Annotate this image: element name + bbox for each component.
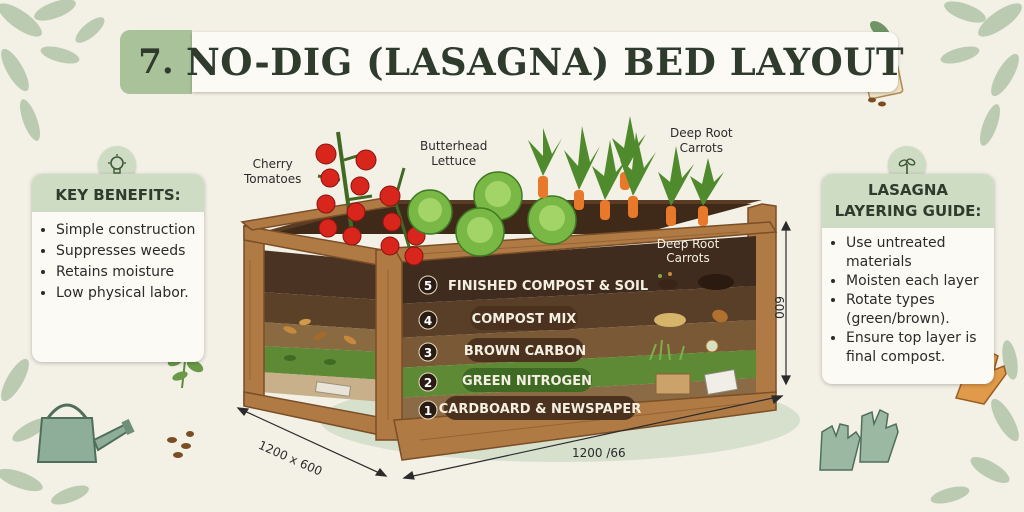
bed-end-cross-section <box>260 250 384 402</box>
page-title: NO-DIG (LASAGNA) BED LAYOUT <box>185 40 905 84</box>
layer-4-label: COMPOST MIX <box>472 312 577 327</box>
layer-5-number: 5 <box>424 279 432 293</box>
corner-leaves-bottom-right <box>930 340 1019 504</box>
list-item-text: Use untreated <box>846 235 946 251</box>
list-item: Suppresses weeds <box>56 241 204 262</box>
layering-guide-list: Use untreated materials Moisten each laye… <box>822 228 994 367</box>
list-item-text: (green/brown). <box>846 311 950 327</box>
key-benefits-heading: KEY BENEFITS: <box>32 174 204 212</box>
list-item: Low physical labor. <box>56 283 204 304</box>
layering-guide-heading: LASAGNA LAYERING GUIDE: <box>822 174 994 228</box>
layer-2-label: GREEN NITROGEN <box>462 374 592 389</box>
list-item: Retains moisture <box>56 262 204 283</box>
carrots-label-line2: Carrots <box>679 141 724 155</box>
length-dimension-label: 1200 /66 <box>572 446 626 460</box>
tomatoes-label-line1: Cherry <box>252 157 293 171</box>
corner-leaves-top-right <box>940 1 1022 146</box>
corner-leaves-top-left <box>0 0 105 141</box>
lettuce-label-line2: Lettuce <box>431 154 477 168</box>
layering-guide-heading-line2: LAYERING GUIDE: <box>834 202 982 220</box>
dimension-lines <box>236 220 791 480</box>
carrots-label: Deep Root Carrots <box>670 126 733 156</box>
height-dimension-label: 600 <box>772 296 786 319</box>
tomatoes-label: Cherry Tomatoes <box>244 157 301 187</box>
gloves-icon <box>819 408 899 471</box>
list-item: Use untreated materials <box>846 234 994 272</box>
corner-leaves-bottom-left <box>0 358 89 505</box>
list-item: Moisten each layer <box>846 272 994 291</box>
carrot-plants <box>528 116 724 226</box>
layering-guide-panel: LASAGNA LAYERING GUIDE: Use untreated mat… <box>822 174 994 384</box>
bed-wood-frame <box>240 197 778 461</box>
lettuce-label-line1: Butterhead <box>420 139 488 153</box>
layer-2-marker: 2 GREEN NITROGEN <box>418 368 592 392</box>
layering-guide-heading-line1: LASAGNA <box>867 181 949 199</box>
list-item: Rotate types (green/brown). <box>846 291 994 329</box>
carrots-label-line1: Deep Root <box>670 126 733 140</box>
key-benefits-panel: KEY BENEFITS: Simple construction Suppre… <box>32 174 204 362</box>
layer-overlay-label-line2: Carrots <box>666 251 709 265</box>
layer-3-label: BROWN CARBON <box>464 344 586 359</box>
layer-3-number: 3 <box>424 346 432 360</box>
watering-can-icon <box>36 403 135 463</box>
layer-1-label: CARDBOARD & NEWSPAPER <box>439 402 642 417</box>
title-banner: 7. NO-DIG (LASAGNA) BED LAYOUT <box>120 30 904 94</box>
list-item-text: materials <box>846 254 912 270</box>
layer-3-marker: 3 BROWN CARBON <box>418 338 586 362</box>
layer-illustrations <box>649 272 739 396</box>
layer-5-marker: 5 FINISHED COMPOST & SOIL <box>418 275 648 295</box>
list-item-text: final compost. <box>846 349 946 365</box>
step-number-box: 7. <box>120 30 192 94</box>
step-number: 7. <box>138 42 174 82</box>
seeds-icon <box>167 431 194 458</box>
list-item: Simple construction <box>56 220 204 241</box>
list-item: Ensure top layer is final compost. <box>846 329 994 367</box>
layer-4-number: 4 <box>424 314 432 328</box>
lettuce-label: Butterhead Lettuce <box>420 139 487 169</box>
layer-1-marker: 1 CARDBOARD & NEWSPAPER <box>418 396 642 420</box>
list-item-text: Ensure top layer is <box>846 330 977 346</box>
lettuce-plants <box>407 171 577 257</box>
layer-5-label: FINISHED COMPOST & SOIL <box>448 279 648 294</box>
layer-overlay-label-line1: Deep Root <box>657 237 720 251</box>
layer-4-marker: 4 COMPOST MIX <box>418 306 578 330</box>
layer-1-number: 1 <box>424 404 432 418</box>
key-benefits-list: Simple construction Suppresses weeds Ret… <box>32 212 204 304</box>
tomatoes-label-line2: Tomatoes <box>244 172 302 186</box>
list-item-text: Rotate types <box>846 292 935 308</box>
layer-2-number: 2 <box>424 376 432 390</box>
title-box: NO-DIG (LASAGNA) BED LAYOUT <box>186 32 904 92</box>
tomato-plant <box>315 131 426 266</box>
